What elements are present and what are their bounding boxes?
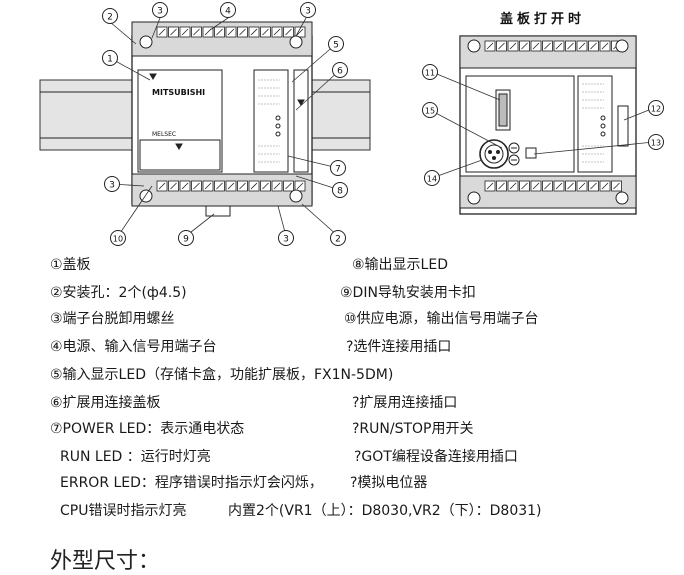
legend-item-right: ?扩展用连接插口 <box>352 395 458 411</box>
callout-9: 9 <box>178 230 194 246</box>
legend-item-right: ⑩供应电源，输出信号用端子台 <box>344 311 539 327</box>
legend-item-left: ④电源、输入信号用端子台 <box>50 339 217 355</box>
callout-13: 13 <box>648 134 664 150</box>
callout-4: 4 <box>220 2 236 18</box>
right-plc-drawing <box>459 35 637 215</box>
svg-text:3: 3 <box>109 181 115 191</box>
callout-3: 3 <box>278 230 294 246</box>
legend-item-right: ?选件连接用插口 <box>346 339 452 355</box>
svg-text:5: 5 <box>333 41 339 51</box>
callout-10: 10 <box>110 230 126 246</box>
legend-item-left: ③端子台脱卸用螺丝 <box>50 311 175 327</box>
legend-item-right: ?GOT编程设备连接用插口 <box>354 449 518 465</box>
callout-14: 14 <box>424 170 440 186</box>
callout-6: 6 <box>332 62 348 78</box>
svg-text:3: 3 <box>157 7 163 17</box>
svg-text:15: 15 <box>425 107 435 116</box>
brand-label: MITSUBISHI <box>152 88 205 97</box>
legend-item-left: ①盖板 <box>50 257 91 273</box>
figure-title: 盖板打开时 <box>500 12 586 27</box>
model-label: MELSEC <box>152 131 176 138</box>
svg-text:3: 3 <box>283 235 289 245</box>
callout-3: 3 <box>300 2 316 18</box>
section-title: 外型尺寸： <box>50 549 161 574</box>
legend-item-right: ?RUN/STOP用开关 <box>352 421 474 437</box>
legend-item-right: ⑧输出显示LED <box>352 257 448 273</box>
callout-12: 12 <box>648 100 664 116</box>
callout-3: 3 <box>152 2 168 18</box>
svg-text:2: 2 <box>107 13 113 23</box>
callout-11: 11 <box>422 64 438 80</box>
callout-15: 15 <box>422 102 438 118</box>
svg-text:6: 6 <box>337 67 343 77</box>
svg-text:4: 4 <box>225 7 231 17</box>
svg-text:11: 11 <box>425 69 435 78</box>
svg-text:7: 7 <box>335 165 341 175</box>
svg-text:2: 2 <box>335 235 341 245</box>
callout-3: 3 <box>104 176 120 192</box>
legend-item-right: 内置2个(VR1（上）：D8030,VR2（下）：D8031) <box>228 503 542 519</box>
svg-text:1: 1 <box>107 55 113 65</box>
legend-item-right: ?模拟电位器 <box>350 475 428 491</box>
svg-text:12: 12 <box>651 105 661 114</box>
legend-item-left: ⑦POWER LED：表示通电状态 <box>50 421 245 437</box>
svg-text:10: 10 <box>113 235 123 244</box>
svg-text:8: 8 <box>337 187 343 197</box>
legend-item-left: ⑥扩展用连接盖板 <box>50 395 161 411</box>
callout-8: 8 <box>332 182 348 198</box>
svg-text:13: 13 <box>651 139 661 148</box>
legend-item-left: RUN LED ：运行时灯亮 <box>60 449 211 465</box>
plc-figure: MITSUBISHI MELSEC <box>39 2 664 246</box>
legend-item-left: ⑤输入显示LED（存储卡盒，功能扩展板，FX1N-5DM) <box>50 367 394 383</box>
callout-2: 2 <box>102 8 118 24</box>
legend-item-left: ERROR LED：程序错误时指示灯会闪烁， <box>60 475 323 491</box>
svg-text:3: 3 <box>305 7 311 17</box>
svg-text:9: 9 <box>183 235 189 245</box>
callout-2: 2 <box>330 230 346 246</box>
legend-item-left: ②安装孔：2个(ф4.5) <box>50 285 187 301</box>
legend-item-left: CPU错误时指示灯亮 <box>60 503 187 519</box>
callout-7: 7 <box>330 160 346 176</box>
left-plc-drawing <box>39 21 371 217</box>
callout-1: 1 <box>102 50 118 66</box>
callout-5: 5 <box>328 36 344 52</box>
legend-item-right: ⑨DIN导轨安装用卡扣 <box>340 285 476 301</box>
svg-text:14: 14 <box>427 175 437 184</box>
